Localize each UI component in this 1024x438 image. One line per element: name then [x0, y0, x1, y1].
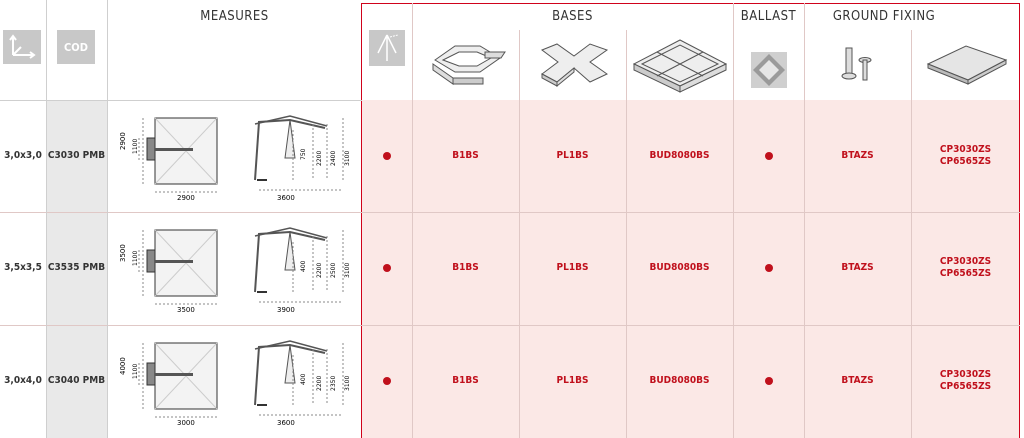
top-bottom-label: 2900	[177, 194, 195, 202]
ground-plate-icon	[926, 45, 1008, 85]
side-view-diagram: 400 2200 2350 3100 3600	[254, 340, 351, 427]
base-b1bs: B1BS	[452, 375, 479, 386]
row-code: C3040 PMB	[47, 375, 106, 386]
top-view-diagram: 2900 1100 2900	[119, 117, 218, 202]
base-b1bs: B1BS	[452, 262, 479, 273]
row-size: 3,0x3,0	[4, 150, 42, 161]
header-bases: BASES	[552, 9, 593, 24]
umbrella-icon	[369, 30, 405, 66]
side-view-diagram: 750 2200 2400 3100 3600	[254, 115, 351, 202]
header-ballast: BALLAST	[740, 9, 797, 24]
ballast-dot	[765, 152, 773, 160]
base-b1bs-icon	[432, 45, 506, 85]
availability-dot	[383, 264, 391, 272]
fixing-btazs: BTAZS	[841, 150, 874, 161]
ground-anchor-icon	[841, 47, 872, 81]
header-measures: MEASURES	[200, 9, 269, 24]
side-h1-label: 400	[300, 373, 307, 385]
fixing-plate-b: CP6565ZS	[939, 381, 992, 392]
base-pl1bs-icon	[540, 43, 609, 88]
row-code: C3535 PMB	[47, 262, 106, 273]
top-arm-label: 1100	[132, 139, 139, 154]
side-h4-label: 3100	[344, 376, 351, 391]
ballast-dot	[765, 377, 773, 385]
fixing-plate-b: CP6565ZS	[939, 268, 992, 279]
side-h3-label: 2400	[330, 151, 337, 166]
base-bud8080bs: BUD8080BS	[649, 150, 710, 161]
fixing-plate-a: CP3030ZS	[939, 256, 992, 267]
options-background	[362, 100, 1020, 438]
fixing-plates: CP3030ZS CP6565ZS	[911, 212, 1020, 324]
top-side-label: 4000	[119, 357, 127, 375]
base-b1bs: B1BS	[452, 150, 479, 161]
side-h1-label: 750	[300, 148, 307, 160]
cod-badge: COD	[57, 30, 95, 64]
base-pl1bs: PL1BS	[556, 150, 589, 161]
side-h2-label: 2200	[316, 151, 323, 166]
side-view-diagram: 400 2200 2500 3100 3900	[254, 227, 351, 314]
top-arm-label: 1100	[132, 251, 139, 266]
side-h4-label: 3100	[344, 151, 351, 166]
row-size: 3,0x4,0	[4, 375, 42, 386]
side-h1-label: 400	[300, 260, 307, 272]
base-pl1bs: PL1BS	[556, 375, 589, 386]
top-view-diagram: 4000 1100 3000	[119, 342, 218, 427]
side-bottom-label: 3600	[277, 419, 295, 427]
base-bud8080bs: BUD8080BS	[649, 262, 710, 273]
top-arm-label: 1100	[132, 364, 139, 379]
top-bottom-label: 3000	[177, 419, 195, 427]
code-column-background	[46, 100, 107, 438]
base-bud8080bs-icon	[632, 39, 728, 93]
availability-dot	[383, 152, 391, 160]
side-h4-label: 3100	[344, 263, 351, 278]
fixing-plate-b: CP6565ZS	[939, 156, 992, 167]
ballast-dot	[765, 264, 773, 272]
base-bud8080bs: BUD8080BS	[649, 375, 710, 386]
ballast-tile-icon	[751, 52, 787, 88]
options-frame	[361, 3, 1020, 438]
side-h3-label: 2500	[330, 263, 337, 278]
fixing-plate-a: CP3030ZS	[939, 369, 992, 380]
side-h2-label: 2200	[316, 263, 323, 278]
fixing-btazs: BTAZS	[841, 375, 874, 386]
availability-dot	[383, 377, 391, 385]
row-size: 3,5x3,5	[4, 262, 42, 273]
side-bottom-label: 3600	[277, 194, 295, 202]
top-view-diagram: 3500 1100 3500	[119, 229, 218, 314]
side-h3-label: 2350	[330, 376, 337, 391]
top-side-label: 2900	[119, 132, 127, 150]
header-ground-fixing: GROUND FIXING	[832, 9, 936, 24]
side-h2-label: 2200	[316, 376, 323, 391]
side-bottom-label: 3900	[277, 306, 295, 314]
top-side-label: 3500	[119, 244, 127, 262]
axes-icon	[3, 30, 41, 64]
fixing-plates: CP3030ZS CP6565ZS	[911, 325, 1020, 437]
fixing-plate-a: CP3030ZS	[939, 144, 992, 155]
fixing-plates: CP3030ZS CP6565ZS	[911, 100, 1020, 212]
fixing-btazs: BTAZS	[841, 262, 874, 273]
row-code: C3030 PMB	[47, 150, 106, 161]
top-bottom-label: 3500	[177, 306, 195, 314]
base-pl1bs: PL1BS	[556, 262, 589, 273]
